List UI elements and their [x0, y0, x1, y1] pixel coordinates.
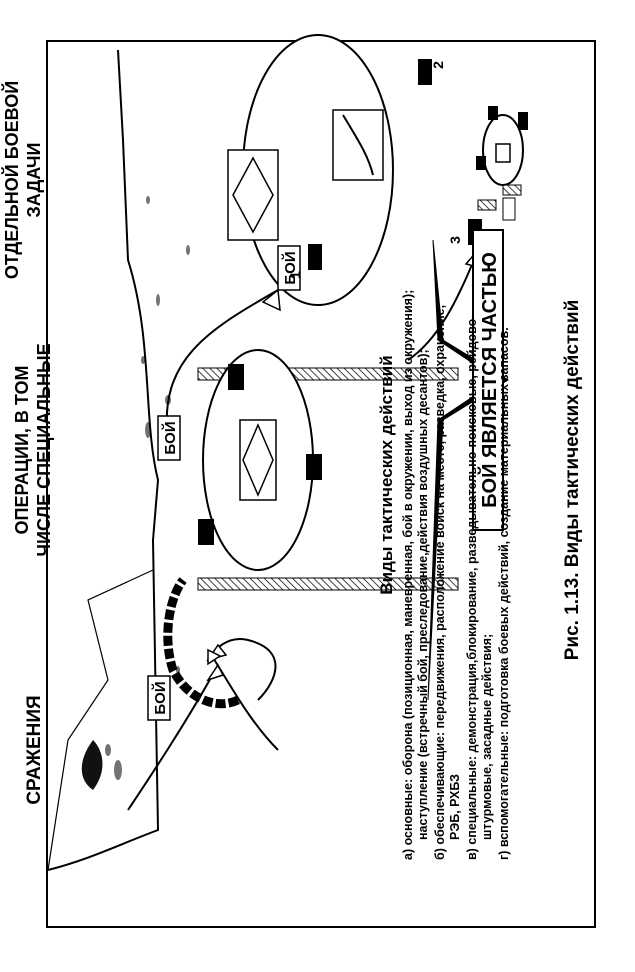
operation-marker-c: [228, 364, 244, 390]
task-marker-1: [308, 244, 322, 270]
boi-middle: БОЙ: [161, 421, 179, 454]
battle-arrow-1: [127, 664, 219, 811]
operation-marker-a: [198, 519, 214, 545]
terrain-texture: [105, 196, 190, 780]
terrain-outline: [47, 49, 160, 871]
types-line-3: РЭБ, РХБЗ: [448, 774, 462, 840]
types-line-2: б) обеспечивающие: передвижения, располо…: [433, 305, 447, 860]
operation-to-task-arrow: [165, 289, 279, 441]
terrain-base: [47, 569, 154, 871]
task-label-2: ЗАДАЧИ: [24, 143, 44, 218]
boi-right: БОЙ: [281, 251, 299, 284]
types-line-4: в) специальные: демонстрация,блокировани…: [465, 315, 479, 860]
task-unit-box: [227, 149, 279, 241]
types-line-6: г) вспомогательные: подготовка боевых де…: [497, 327, 511, 860]
types-line-0: а) основные: оборона (позиционная, манев…: [401, 290, 415, 860]
marker-number-3: 3: [447, 236, 463, 244]
banner-text: БОЙ ЯВЛЯЕТСЯ ЧАСТЬЮ: [477, 252, 501, 508]
boundary-left: [197, 577, 459, 591]
diagram-group: БОЙ ЯВЛЯЕТСЯ ЧАСТЬЮ СРАЖЕНИЯ БОЙ БОЙ БОЙ…: [1, 34, 528, 871]
task-label-1: ОТДЕЛЬНОЙ БОЕВОЙ: [1, 81, 22, 279]
marker-number-2: 2: [430, 61, 446, 69]
battle-label: СРАЖЕНИЯ: [24, 695, 45, 804]
ground-to-task-arrow: [407, 249, 479, 361]
banner-pyramid: [427, 239, 509, 701]
figure-caption: Рис. 1.13. Виды тактических действий: [562, 300, 583, 661]
marker-number-1: 1: [287, 271, 303, 279]
operation-unit-box: [239, 419, 277, 501]
battle-front-blob: [81, 740, 103, 790]
task-route-box: [332, 109, 384, 181]
boi-middle-box: [157, 415, 181, 461]
types-heading: Виды тактических действий: [377, 355, 396, 594]
boi-right-box: [277, 245, 301, 291]
banner-box: [472, 229, 504, 531]
battle-front-arc: [163, 577, 241, 709]
types-line-5: штурмовые, засадные действия;: [480, 634, 494, 840]
types-line-1: наступление (встречный бой, преследовани…: [416, 349, 430, 840]
operations-label-2: ЧИСЛЕ СПЕЦИАЛЬНЫЕ: [34, 343, 54, 556]
operations-label-1: ОПЕРАЦИИ, В ТОМ: [12, 366, 32, 535]
task-marker-2: [418, 59, 432, 85]
boi-left: БОЙ: [151, 681, 169, 714]
boi-left-box: [147, 675, 171, 721]
operation-marker-b: [306, 454, 322, 480]
types-text-block: Виды тактических действий а) основные: о…: [377, 290, 511, 860]
